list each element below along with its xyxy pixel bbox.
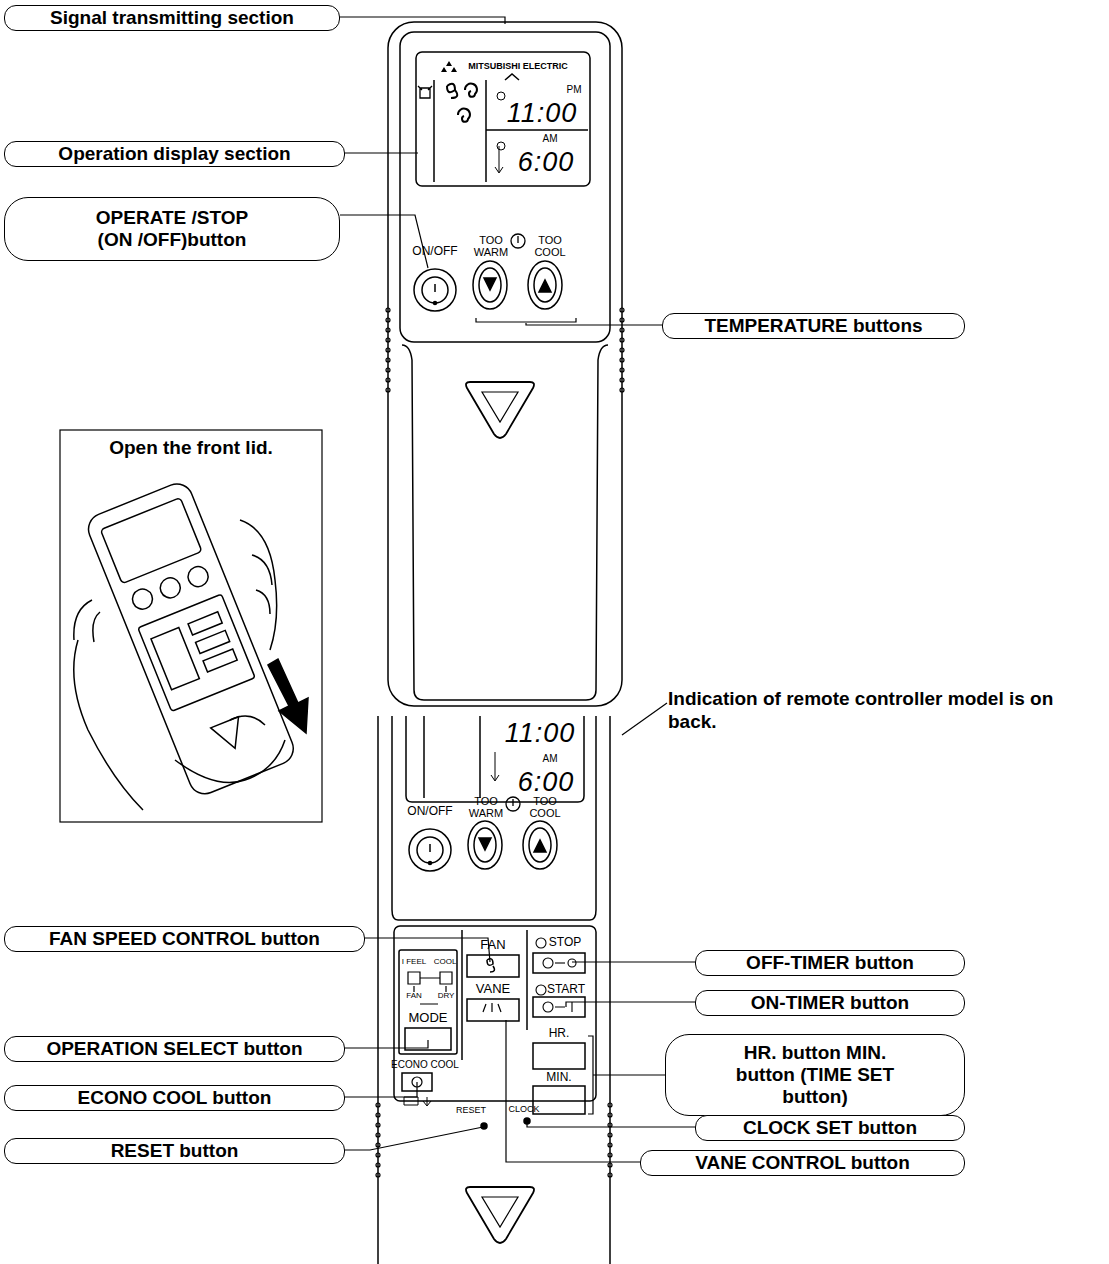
callout-text: RESET button	[111, 1140, 239, 1162]
callout-text: OPERATION SELECT button	[46, 1038, 302, 1060]
callout-text: ECONO COOL button	[78, 1087, 272, 1109]
callout-text: OPERATE /STOP (ON /OFF)button	[86, 207, 258, 251]
lcd-time: 6:00	[518, 768, 575, 798]
callout-box: OFF-TIMER button	[695, 950, 965, 976]
callout-text: FAN SPEED CONTROL button	[49, 928, 320, 950]
button-label: TOO COOL	[525, 795, 565, 819]
button-label: MODE	[409, 1011, 448, 1025]
callout-box: RESET button	[4, 1138, 345, 1164]
callout-text: TEMPERATURE buttons	[704, 315, 922, 337]
note-text: Indication of remote controller model is…	[668, 688, 1104, 734]
grip-dots	[386, 308, 624, 392]
button-label: TOO WARM	[471, 234, 511, 258]
callout-text: VANE CONTROL button	[695, 1152, 910, 1174]
callout-box: TEMPERATURE buttons	[662, 313, 965, 339]
callout-text: Operation display section	[58, 143, 290, 165]
callout-text: OFF-TIMER button	[746, 952, 914, 974]
note-text: Open the front lid.	[109, 438, 273, 459]
callout-box: Signal transmitting section	[4, 5, 340, 31]
callout-box: ON-TIMER button	[695, 990, 965, 1016]
button-label: DRY	[438, 992, 455, 1001]
lcd-time: 6:00	[518, 148, 575, 178]
button-label: AM	[543, 753, 558, 764]
button-label: TOO WARM	[466, 795, 506, 819]
button-label: VANE	[476, 982, 510, 996]
button-label: FAN	[480, 938, 505, 952]
button-label: PM	[567, 84, 582, 95]
button-label: MIN.	[546, 1071, 571, 1084]
callout-box: Operation display section	[4, 141, 345, 167]
remote-closed	[386, 22, 624, 706]
callout-box: FAN SPEED CONTROL button	[4, 926, 365, 952]
callout-box: CLOCK SET button	[695, 1115, 965, 1141]
button-label: CLOCK	[508, 1105, 539, 1115]
button-label: ON/OFF	[412, 245, 457, 258]
callout-box: HR. button MIN. button (TIME SET button)	[665, 1034, 965, 1116]
button-label: AM	[543, 133, 558, 144]
remote-open	[376, 716, 612, 1264]
button-label: STOP	[549, 936, 581, 949]
button-label: ON/OFF	[407, 805, 452, 818]
callout-box: OPERATE /STOP (ON /OFF)button	[4, 197, 340, 261]
callout-text: CLOCK SET button	[743, 1117, 917, 1139]
button-label: MITSUBISHI ELECTRIC	[468, 62, 568, 72]
lcd-time: 11:00	[505, 719, 576, 749]
button-label: COOL	[434, 958, 457, 967]
callout-box: ECONO COOL button	[4, 1085, 345, 1111]
button-label: ECONO COOL	[391, 1059, 459, 1070]
callout-text: Signal transmitting section	[50, 7, 294, 29]
lcd-time: 11:00	[507, 99, 578, 129]
callout-text: ON-TIMER button	[751, 992, 909, 1014]
leader-lines	[340, 17, 695, 1162]
open-lid-inset	[60, 430, 322, 822]
button-label: START	[547, 983, 585, 996]
button-label: RESET	[456, 1106, 486, 1116]
callout-text: HR. button MIN. button (TIME SET button)	[728, 1042, 903, 1108]
button-label: FAN	[406, 992, 422, 1001]
callout-box: OPERATION SELECT button	[4, 1036, 345, 1062]
callout-box: VANE CONTROL button	[640, 1150, 965, 1176]
button-label: I FEEL	[402, 958, 426, 967]
button-label: TOO COOL	[530, 234, 570, 258]
button-label: HR.	[549, 1027, 570, 1040]
